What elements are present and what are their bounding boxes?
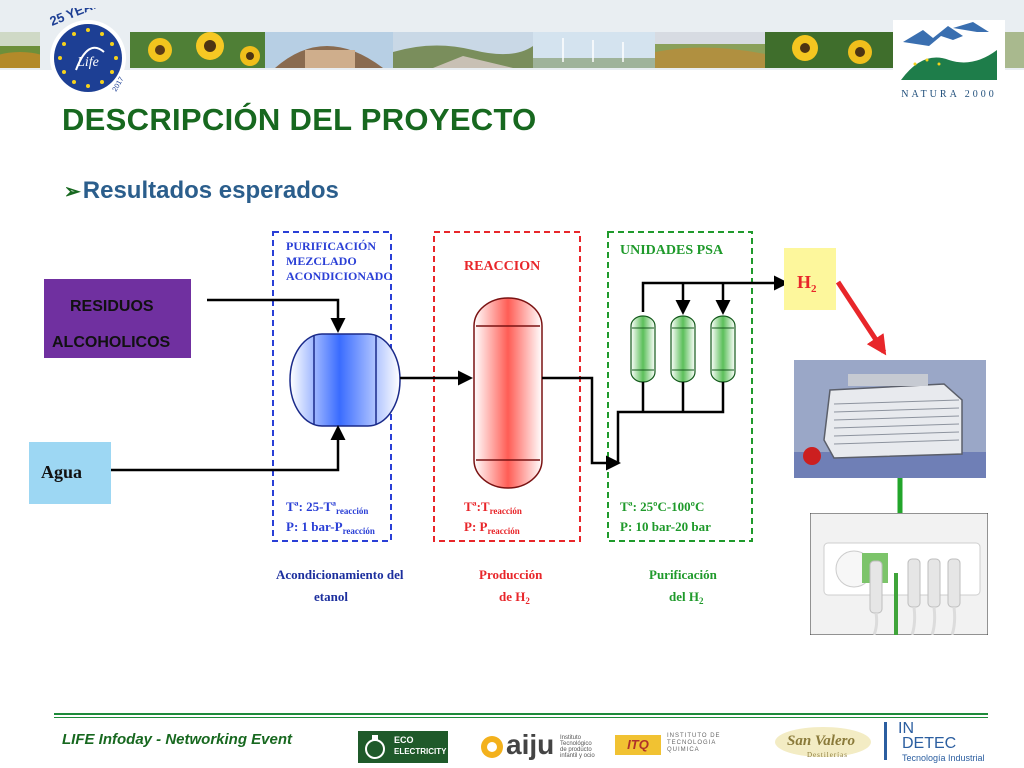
h2-output-box [784, 248, 836, 310]
stage-psa-box [607, 231, 753, 542]
stage3-caption-1: Purificación [649, 567, 718, 582]
subtitle-text: Resultados esperados [82, 177, 339, 204]
indetec-detec: DETEC [902, 735, 957, 752]
stage1-temp: Tª: 25-Tªreacción [286, 499, 368, 516]
indetec-logo: IN DETEC Tecnología Industrial [884, 720, 1014, 764]
building-photo [265, 32, 393, 68]
footer-divider [54, 713, 988, 715]
aiju-mark-icon [481, 736, 503, 758]
h2-label: H2 [797, 272, 817, 295]
eco-electricity-logo: ECO ELECTRICITY [358, 731, 448, 763]
san-valero-subtext: Destilerías [807, 751, 848, 759]
field-photo [655, 32, 765, 68]
flow-psa-bottom-branches [641, 382, 685, 412]
residuos-label-1: RESIDUOS [70, 298, 154, 315]
natura-2000-mark [893, 20, 1005, 82]
footer-event-text: LIFE Infoday - Networking Event [62, 731, 293, 748]
flow-residuos-to-tank [207, 298, 346, 333]
stage1-header-3: ACONDICIONADO [286, 269, 393, 283]
eco-plug-icon [365, 735, 385, 759]
flow-agua-to-tank [111, 425, 346, 472]
edge-photo [1005, 32, 1024, 68]
reactor-vessel [473, 297, 543, 489]
footer-divider-thin [54, 717, 988, 718]
stage2-caption-2: de H2 [499, 589, 530, 606]
eco-logo-line2: ELECTRICITY [394, 747, 447, 756]
hills-photo [393, 32, 533, 68]
stage3-header: UNIDADES PSA [620, 243, 724, 258]
indetec-bar [884, 722, 887, 760]
stage1-caption-2: etanol [314, 589, 348, 604]
eco-logo-line1: ECO [394, 735, 414, 745]
stage-reaccion-box [433, 231, 581, 542]
page-title: DESCRIPCIÓN DEL PROYECTO [62, 102, 537, 137]
natura-2000-text: NATURA 2000 [901, 89, 997, 100]
itq-logo-mark: ITQ [615, 735, 661, 755]
flow-psa-bottom-manifold [616, 382, 725, 463]
stage2-caption-1: Producción [479, 567, 543, 582]
landscape-photo [0, 32, 40, 68]
h2-to-fuel-cell-arrow [835, 280, 887, 356]
top-banner [0, 0, 1024, 70]
natura-2000-logo: NATURA 2000 [893, 20, 1005, 100]
psa-column-2 [670, 315, 696, 383]
san-valero-badge [775, 727, 871, 757]
wind-turbines-photo [533, 32, 655, 68]
residuos-label-2: ALCOHOLICOS [52, 334, 171, 351]
psa-column-1 [630, 315, 656, 383]
psa-column-3 [710, 315, 736, 383]
life-25-years-logo: Life 25 YEARS 2017 [48, 8, 126, 96]
stage1-pressure: P: 1 bar-Preacción [286, 519, 375, 536]
flow-psa-to-h2 [641, 275, 789, 312]
indetec-in: IN [898, 720, 914, 737]
mixing-tank [289, 333, 401, 427]
stage2-header: REACCION [464, 259, 540, 274]
stage1-caption-1: Acondicionamiento del [276, 567, 404, 582]
sunflower-photo [130, 32, 265, 68]
indetec-subtext: Tecnología Industrial [902, 753, 985, 763]
aiju-logo-text: aiju [506, 729, 555, 760]
bullet-arrow-icon: ➢ [64, 181, 81, 203]
sunflower-photo-2 [765, 32, 893, 68]
stage2-temp: Tª:Treacción [464, 499, 522, 516]
stage3-caption-2: del H2 [669, 589, 704, 606]
life-logo-name: Life [76, 55, 99, 70]
fuel-cell-photo [794, 360, 986, 478]
residuos-box [44, 279, 191, 358]
stage3-temp: Tª: 25ºC-100ºC [620, 499, 704, 514]
stage1-header-1: PURIFICACIÓN [286, 239, 376, 253]
stage2-pressure: P: Preacción [464, 519, 520, 536]
stage3-pressure: P: 10 bar-20 bar [620, 519, 711, 534]
agua-label: Agua [41, 462, 82, 482]
flow-reactor-to-psa [542, 376, 621, 471]
stage1-header-2: MEZCLADO [286, 254, 357, 268]
san-valero-logo: San Valero Destilerías [775, 725, 875, 763]
section-subtitle: ➢Resultados esperados [64, 177, 339, 205]
agua-box [29, 442, 111, 504]
san-valero-text: San Valero [787, 733, 855, 749]
power-outlet-photo [810, 513, 988, 635]
